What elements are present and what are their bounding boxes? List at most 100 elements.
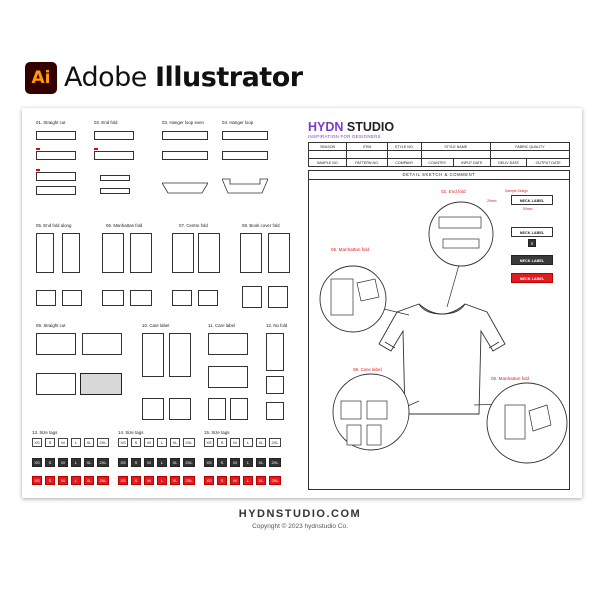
section-title: 08. Book cover fold [242, 223, 280, 228]
label-shape [102, 233, 124, 273]
label-shape [266, 333, 284, 371]
size-tag-m: M [144, 458, 154, 467]
size-tag-xs: XS [204, 458, 214, 467]
section-title: 12. No fold [266, 323, 288, 328]
label-shape [36, 151, 76, 160]
form-cell: COUNTRY [420, 158, 454, 167]
label-shape [36, 373, 76, 395]
size-tag-2xl: 2XL [97, 476, 109, 485]
form-cell: INPUT DATE [452, 158, 491, 167]
form-input-cell[interactable] [420, 150, 491, 159]
form-cell: FABRIC QUALITY [489, 142, 571, 151]
label-shape [208, 398, 226, 420]
size-tag-2xl: 2XL [269, 458, 281, 467]
label-shape [142, 398, 164, 420]
size-tag-l: L [71, 438, 81, 447]
size-tag-2xl: 2XL [183, 438, 195, 447]
tshirt-sketch [378, 303, 506, 415]
callout-label: 06. Manhattan fold [331, 247, 370, 252]
size-tag-s: S [217, 438, 227, 447]
form-cell: STYLE NO. [386, 142, 422, 151]
label-shape [169, 398, 191, 420]
label-shape [62, 233, 80, 273]
label-shape [268, 286, 288, 308]
size-tag-xl: XL [256, 458, 266, 467]
size-tag-l: L [243, 458, 253, 467]
size-tag-2xl: 2XL [183, 476, 195, 485]
label-shape [230, 398, 248, 420]
label-shape [130, 290, 152, 306]
label-shape [266, 376, 284, 394]
hanger-loop-shape [222, 178, 268, 194]
size-tag-m: M [58, 438, 68, 447]
size-tag-xs: XS [32, 438, 42, 447]
size-tag-xl: XL [256, 476, 266, 485]
neck-size-tag: S [528, 239, 536, 247]
brand-name: HYDN STUDIO [308, 120, 394, 134]
section-title: 13. Size tags [32, 430, 58, 435]
red-marker [36, 148, 40, 150]
label-shape [208, 333, 248, 355]
neck-label-with-size: NECK LABEL [511, 227, 553, 237]
size-tag-s: S [45, 458, 55, 467]
form-cell: OUTPUT DATE [526, 158, 570, 167]
size-tag-l: L [71, 476, 81, 485]
detail-sketch-panel: DETAIL SKETCH & COMMENT [308, 170, 570, 490]
sample-note: Sample Design [505, 189, 528, 193]
size-tag-2xl: 2XL [97, 438, 109, 447]
size-tag-m: M [230, 438, 240, 447]
section-title: 04. Hanger loop [222, 120, 254, 125]
size-tag-l: L [157, 438, 167, 447]
form-cell: COMPANY [386, 158, 422, 167]
brand-tagline: INSPIRATION FOR DESIGNERS [308, 134, 381, 139]
label-shape [222, 151, 268, 160]
size-tag-xs: XS [204, 438, 214, 447]
form-input-cell[interactable] [346, 150, 388, 159]
label-shape [268, 233, 290, 273]
form-cell: SAMPLE NO. [307, 158, 348, 167]
neck-label-outline: NECK LABEL [511, 195, 553, 205]
section-title: 11. Care label [208, 323, 236, 328]
size-tag-xs: XS [118, 458, 128, 467]
label-shape [208, 366, 248, 388]
size-tag-xl: XL [170, 438, 180, 447]
dimension-height: 25mm [487, 199, 497, 203]
section-title: 05. End fold along [36, 223, 72, 228]
label-shape [94, 131, 134, 140]
brand-name-part2: STUDIO [343, 120, 395, 134]
form-header-row: SAMPLE NO. PATTERN NO. COMPANY COUNTRY I… [307, 158, 570, 167]
size-tag-xl: XL [84, 438, 94, 447]
form-input-cell[interactable] [307, 150, 348, 159]
size-tag-xs: XS [118, 438, 128, 447]
section-title: 03. Hanger loop even [162, 120, 204, 125]
size-tag-s: S [217, 476, 227, 485]
form-cell: STYLE NAME [420, 142, 491, 151]
section-title: 07. Centre fold [179, 223, 208, 228]
section-title: 06. Manhattan fold [106, 223, 143, 228]
hanger-loop-shape [162, 182, 208, 194]
section-title: 02. End fold [94, 120, 118, 125]
form-input-cell[interactable] [489, 150, 571, 159]
form-input-cell[interactable] [386, 150, 422, 159]
spec-form-table: SEASON ITEM STYLE NO. STYLE NAME FABRIC … [307, 142, 571, 167]
label-shape [242, 286, 262, 308]
size-tag-l: L [71, 458, 81, 467]
size-tag-m: M [144, 438, 154, 447]
label-shape [222, 131, 268, 140]
size-tag-m: M [58, 476, 68, 485]
size-tag-xl: XL [84, 458, 94, 467]
label-shape [172, 233, 194, 273]
brand-name-part1: HYDN [308, 120, 344, 134]
label-shape [142, 333, 164, 377]
size-tag-s: S [131, 438, 141, 447]
form-input-row [307, 150, 571, 159]
form-cell: ITEM [346, 142, 388, 151]
size-tag-m: M [230, 476, 240, 485]
label-shape [198, 233, 220, 273]
size-tag-l: L [157, 476, 167, 485]
label-shape [36, 131, 76, 140]
red-marker [94, 148, 98, 150]
app-title-bold: Illustrator [155, 62, 303, 93]
footer-url[interactable]: HYDNSTUDIO.COM [238, 508, 362, 520]
size-tag-m: M [58, 458, 68, 467]
